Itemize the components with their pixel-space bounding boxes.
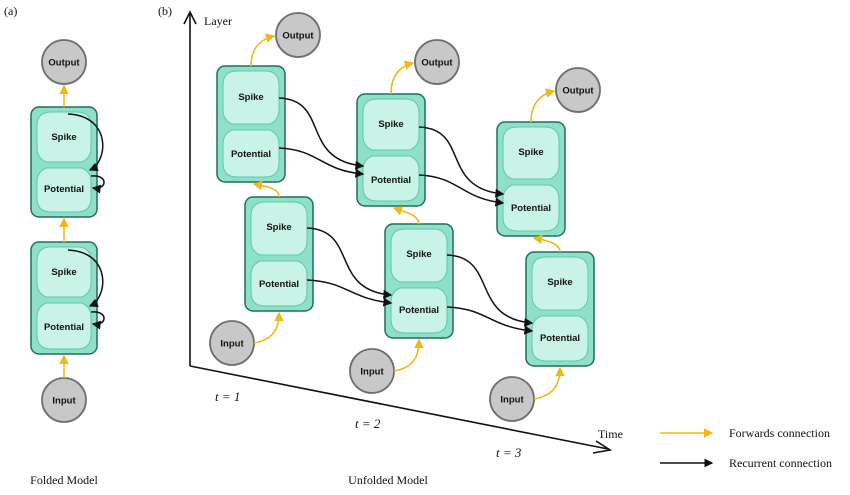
input-node-label: Input: [360, 367, 384, 378]
neuron-cell-lower: Spike Potential: [384, 223, 454, 339]
forward-arrow: [253, 311, 284, 344]
potential-label: Potential: [371, 175, 411, 186]
output-node-label: Output: [562, 86, 594, 97]
panel-a-caption: Folded Model: [30, 473, 98, 487]
spike-label: Spike: [238, 92, 263, 103]
input-node: Input: [209, 320, 255, 366]
spike-label: Spike: [378, 119, 403, 130]
recurrent-arrow: [446, 254, 534, 327]
input-node-label: Input: [220, 339, 244, 350]
forward-arrow: [392, 206, 420, 225]
recurrent-arrow: [67, 113, 104, 171]
spike-label: Spike: [51, 132, 76, 143]
panel-b: (b) Layer Time t = 1 t = 2 t = 3 Output …: [158, 4, 623, 487]
recurrent-arrow: [90, 175, 105, 194]
spike-label: Spike: [547, 277, 572, 288]
legend: Forwards connection Recurrent connection: [660, 426, 832, 470]
output-node-label: Output: [282, 31, 314, 42]
time-step-2: Output Spike Potential Spike Potential I…: [349, 39, 460, 394]
output-node: Output: [41, 39, 87, 85]
output-node-label: Output: [421, 58, 453, 69]
forward-arrow: [530, 88, 556, 123]
potential-label: Potential: [44, 184, 84, 195]
output-node: Output: [275, 12, 321, 58]
time-axis-label: Time: [598, 427, 623, 441]
legend-forward-label: Forwards connection: [729, 426, 830, 440]
neuron-cell-lower: Spike Potential: [244, 196, 314, 312]
neuron-cell-upper: Spike Potential: [496, 121, 566, 237]
time-step-1: Output Spike Potential Spike Potential I…: [209, 12, 321, 366]
recurrent-arrow: [446, 306, 534, 335]
spike-label: Spike: [518, 147, 543, 158]
recurrent-arrow: [418, 174, 505, 207]
spike-label: Spike: [51, 267, 76, 278]
potential-label: Potential: [540, 333, 580, 344]
forward-arrow: [390, 60, 415, 95]
recurrent-arrow: [418, 126, 505, 198]
forward-arrow: [393, 338, 424, 372]
forward-arrow: [533, 366, 565, 400]
neuron-cell-upper: Spike Potential: [30, 106, 98, 218]
neuron-cell-upper: Spike Potential: [356, 93, 426, 207]
input-node: Input: [41, 377, 87, 423]
recurrent-arrow: [90, 311, 105, 330]
output-node: Output: [414, 39, 460, 85]
panel-b-label: (b): [158, 4, 172, 18]
output-node-label: Output: [48, 58, 80, 69]
recurrent-arrow: [306, 227, 393, 299]
potential-label: Potential: [511, 203, 551, 214]
spike-label: Spike: [266, 222, 291, 233]
panel-a-label: (a): [4, 4, 17, 18]
time-axis: [189, 365, 609, 450]
input-node-label: Input: [500, 395, 524, 406]
output-node: Output: [555, 67, 601, 113]
recurrent-arrow: [306, 279, 393, 307]
panel-a: (a) Output Spike Potential Spike Potenti…: [4, 4, 105, 487]
neuron-cell-lower: Spike Potential: [525, 251, 595, 367]
potential-label: Potential: [44, 322, 84, 333]
legend-recurrent-label: Recurrent connection: [729, 456, 832, 470]
forward-arrow: [532, 234, 561, 253]
potential-label: Potential: [231, 149, 271, 160]
panel-b-caption: Unfolded Model: [348, 473, 428, 487]
layer-axis-label: Layer: [204, 14, 232, 28]
time-step-3: Output Spike Potential Spike Potential I…: [489, 67, 601, 422]
recurrent-arrow: [278, 97, 365, 170]
time-label-1: t = 1: [215, 389, 240, 404]
potential-label: Potential: [259, 279, 299, 290]
forward-arrow: [250, 33, 276, 67]
layer-axis-arrowhead: [183, 10, 197, 25]
neuron-cell-lower: Spike Potential: [30, 241, 98, 355]
neuron-cell-upper: Spike Potential: [216, 65, 286, 183]
time-axis-arrowhead: [592, 440, 613, 454]
time-label-3: t = 3: [496, 445, 522, 460]
spike-label: Spike: [406, 249, 431, 260]
input-node: Input: [349, 348, 395, 394]
time-label-2: t = 2: [355, 416, 381, 431]
recurrent-arrow: [278, 147, 365, 178]
recurrent-arrow: [67, 249, 104, 307]
input-node-label: Input: [52, 396, 76, 407]
forward-arrow: [252, 180, 280, 198]
input-node: Input: [489, 376, 535, 422]
potential-label: Potential: [399, 305, 439, 316]
